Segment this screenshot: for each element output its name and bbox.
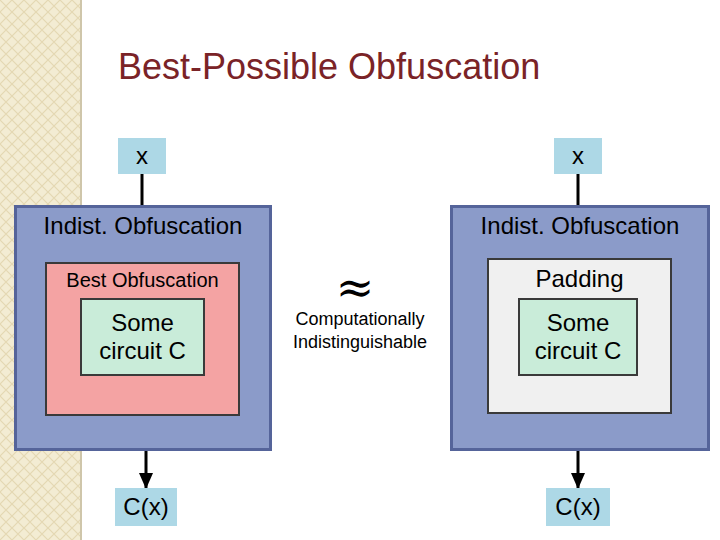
output-arrow: [145, 451, 148, 488]
node-text: C(x): [549, 493, 606, 521]
output-box: C(x): [115, 488, 177, 526]
node-text: Padding: [529, 265, 629, 293]
obfuscator-box: Indist. ObfuscationBest ObfuscationSome …: [14, 205, 272, 451]
node-text: Some circuit C: [82, 309, 203, 364]
input-box: x: [118, 138, 166, 174]
circuit-box: Some circuit C: [518, 298, 638, 376]
node-text: x: [130, 142, 154, 170]
node-text: x: [566, 142, 590, 170]
node-text: Best Obfuscation: [60, 269, 224, 292]
approx-symbol: ≈: [320, 258, 390, 318]
node-text: C(x): [117, 493, 174, 521]
best-obfuscation-box: Best ObfuscationSome circuit C: [45, 262, 240, 416]
padding-box: PaddingSome circuit C: [487, 258, 672, 414]
output-box: C(x): [546, 488, 610, 526]
relation-label: Computationally Indistinguishable: [270, 308, 450, 355]
input-wire: [577, 174, 580, 205]
input-wire: [141, 174, 144, 205]
slide-title: Best-Possible Obfuscation: [118, 46, 540, 88]
output-arrow: [577, 451, 580, 488]
node-text: Some circuit C: [520, 309, 636, 364]
node-text: Indist. Obfuscation: [475, 212, 686, 240]
circuit-box: Some circuit C: [80, 298, 205, 376]
node-text: Indist. Obfuscation: [38, 212, 249, 240]
input-box: x: [554, 138, 602, 174]
obfuscator-box: Indist. ObfuscationPaddingSome circuit C: [450, 205, 710, 451]
